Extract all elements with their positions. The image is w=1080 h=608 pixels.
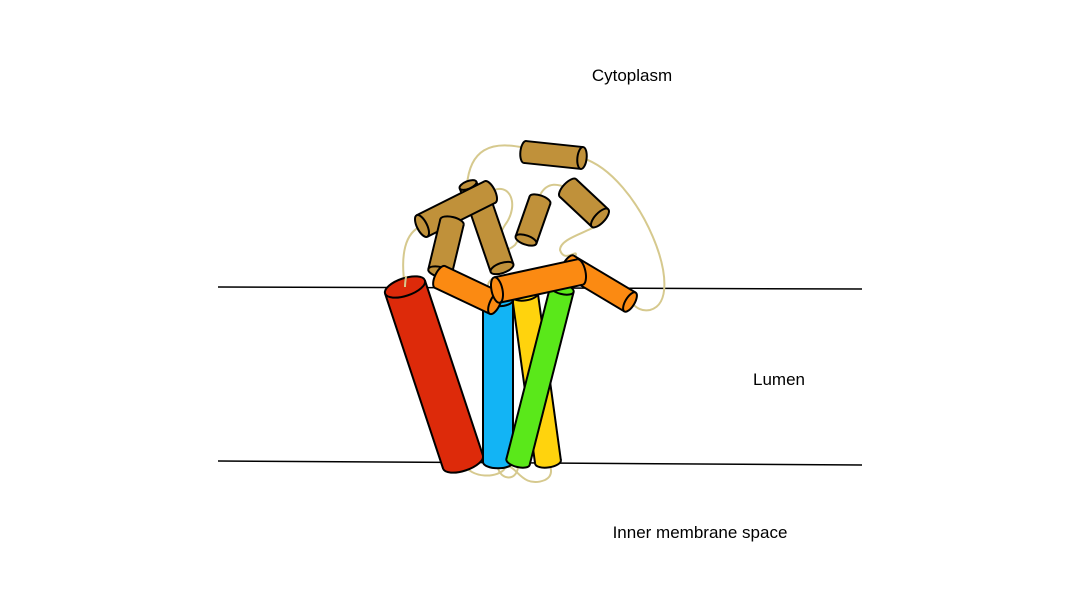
helix-orange-right-cap — [622, 291, 638, 313]
helices — [383, 140, 638, 474]
helix-brown-long-vertical-cap — [489, 260, 515, 276]
helix-orange-center — [489, 258, 588, 304]
helix-red — [383, 275, 485, 474]
label-lumen: Lumen — [753, 370, 805, 389]
helix-brown-diagonal-cap — [413, 214, 431, 238]
loop-red-top — [404, 275, 407, 288]
label-inner-membrane-space: Inner membrane space — [612, 523, 788, 542]
loops-front — [404, 275, 407, 288]
helix-brown-d-cap — [514, 233, 538, 247]
helix-brown-e — [558, 177, 610, 229]
helix-brown-top — [519, 140, 588, 170]
helix-blue — [482, 292, 514, 470]
loop-top-left — [466, 144, 526, 186]
helix-orange-left — [432, 264, 503, 316]
helix-brown-c — [427, 215, 465, 279]
loop-right-arc — [581, 157, 666, 312]
helix-orange-center-cap — [489, 276, 505, 304]
label-cytoplasm: Cytoplasm — [591, 66, 673, 85]
helix-brown-top-cap — [576, 146, 588, 170]
loop-lumen-bottom — [462, 461, 552, 483]
helix-brown-e-cap — [590, 207, 610, 229]
helix-brown-d — [514, 193, 552, 247]
